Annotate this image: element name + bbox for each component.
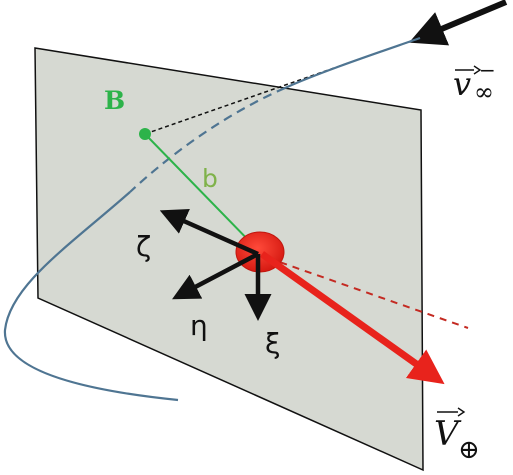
eta-label: η: [190, 309, 208, 342]
v-earth-vector-arrowhead: [457, 407, 466, 417]
v-infinity-sup: −: [479, 58, 496, 82]
zeta-label: ζ: [136, 230, 151, 263]
v-earth-main: V: [434, 414, 462, 454]
point-b-marker: [139, 128, 151, 140]
point-b-label: B: [104, 86, 125, 115]
v-infinity-vector-arrowhead: [473, 65, 482, 75]
v-earth-arrow: [259, 251, 445, 385]
v-infinity-sub: ∞: [474, 78, 494, 106]
b-plane: [34, 47, 424, 472]
v-infinity-main: v: [453, 65, 471, 103]
v-infinity-label: v ∞ −: [453, 58, 496, 106]
zeta-axis-arrow: [159, 208, 259, 257]
v-earth-label: V ⊕: [434, 407, 480, 465]
trajectory-lower: [3, 191, 179, 402]
trajectory-upper: [284, 36, 421, 90]
impact-parameter-label: b: [202, 164, 218, 193]
v-earth-sub: ⊕: [458, 435, 480, 465]
impact-parameter-line: [144, 133, 259, 251]
v-earth-projection-dashed: [267, 257, 469, 329]
xi-label: ξ: [265, 327, 281, 360]
trajectory-hidden-dashed: [129, 86, 286, 193]
eta-axis-arrow: [172, 252, 260, 300]
v-infinity-arrow: [408, 0, 508, 46]
